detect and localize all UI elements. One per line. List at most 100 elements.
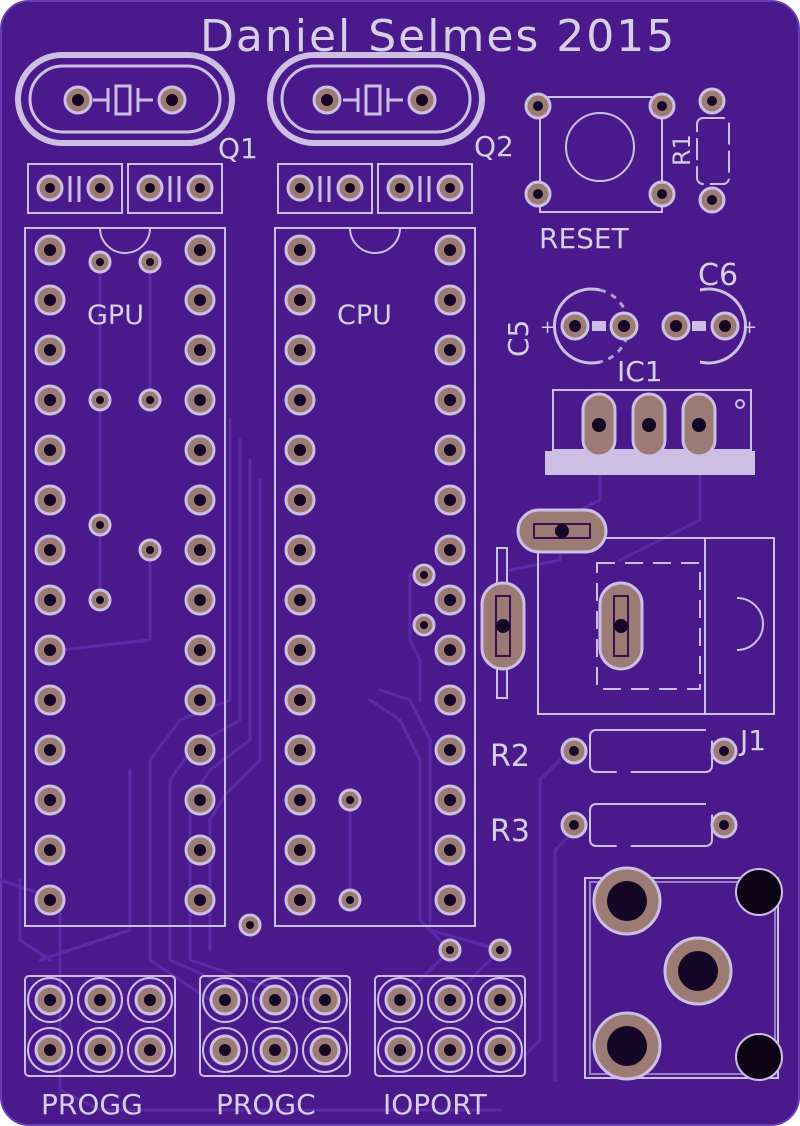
c5-polarity-mark: + bbox=[540, 317, 555, 338]
chip-pin bbox=[284, 334, 316, 366]
header-pin bbox=[309, 1034, 341, 1066]
chip-pin bbox=[284, 534, 316, 566]
capacitor-c5: + C5 bbox=[502, 287, 639, 365]
chip-pin bbox=[434, 834, 466, 866]
chip-pin bbox=[434, 684, 466, 716]
header-pin-outline bbox=[202, 977, 248, 1023]
gpu-pins bbox=[34, 234, 216, 916]
via bbox=[238, 913, 262, 937]
cpu-label: CPU bbox=[337, 300, 392, 331]
c6-label: C6 bbox=[698, 258, 738, 293]
resistor-r2: R2 bbox=[490, 729, 738, 774]
c6-polarity-mark: + bbox=[742, 317, 757, 338]
chip-pin bbox=[184, 734, 216, 766]
chip-pin bbox=[284, 734, 316, 766]
av-jack bbox=[584, 866, 783, 1081]
chip-pin bbox=[184, 584, 216, 616]
header-pin bbox=[259, 984, 291, 1016]
header-pin-outline bbox=[377, 1027, 423, 1073]
header-pin-outline bbox=[252, 977, 298, 1023]
header-pin bbox=[259, 1034, 291, 1066]
chip-pin bbox=[284, 634, 316, 666]
chip-pin bbox=[434, 534, 466, 566]
resistor-r3: R3 bbox=[490, 803, 738, 849]
header-pin bbox=[309, 984, 341, 1016]
via bbox=[88, 388, 112, 412]
chip-pin bbox=[34, 234, 66, 266]
q1-label: Q1 bbox=[218, 132, 258, 165]
vias bbox=[88, 250, 512, 962]
via bbox=[88, 250, 112, 274]
chip-pin bbox=[284, 784, 316, 816]
header-pin bbox=[209, 1034, 241, 1066]
chip-pin bbox=[284, 434, 316, 466]
chip-pin bbox=[184, 784, 216, 816]
chip-pin bbox=[34, 634, 66, 666]
progc-label: PROGC bbox=[216, 1088, 316, 1121]
chip-gpu: GPU bbox=[24, 227, 226, 927]
header-pin-outline bbox=[477, 977, 523, 1023]
chip-pin bbox=[34, 684, 66, 716]
chip-pin bbox=[184, 434, 216, 466]
header-pin-outline bbox=[477, 1027, 523, 1073]
via bbox=[138, 250, 162, 274]
chip-pin bbox=[34, 384, 66, 416]
r1-label: R1 bbox=[668, 134, 696, 166]
chip-pin bbox=[434, 634, 466, 666]
progg-label: PROGG bbox=[41, 1088, 143, 1121]
header-pin-outline bbox=[427, 977, 473, 1023]
crystal-q1: Q1 bbox=[15, 52, 258, 165]
chip-pin bbox=[184, 384, 216, 416]
header-progc: PROGC bbox=[199, 975, 351, 1121]
q2-label: Q2 bbox=[474, 130, 514, 163]
chip-cpu: CPU bbox=[274, 227, 476, 927]
power-jack-j1: J1 bbox=[480, 508, 775, 757]
chip-pin bbox=[434, 484, 466, 516]
header-pin-outline bbox=[302, 1027, 348, 1073]
chip-pin bbox=[34, 334, 66, 366]
chip-pin bbox=[284, 834, 316, 866]
via bbox=[488, 938, 512, 962]
header-pin-outline bbox=[202, 1027, 248, 1073]
c5-label: C5 bbox=[502, 320, 535, 357]
chip-pin bbox=[284, 284, 316, 316]
header-pin-outline bbox=[27, 1027, 73, 1073]
via bbox=[338, 788, 362, 812]
chip-pin bbox=[184, 834, 216, 866]
header-pin-outline bbox=[77, 1027, 123, 1073]
header-pin-outline bbox=[377, 977, 423, 1023]
ioport-label: IOPORT bbox=[383, 1088, 488, 1121]
chip-pin bbox=[434, 384, 466, 416]
via bbox=[138, 388, 162, 412]
header-pin bbox=[384, 1034, 416, 1066]
header-pin-outline bbox=[302, 977, 348, 1023]
chip-pin bbox=[434, 784, 466, 816]
header-pin bbox=[134, 1034, 166, 1066]
reset-label: RESET bbox=[539, 222, 630, 255]
header-pin bbox=[34, 1034, 66, 1066]
chip-pin bbox=[434, 584, 466, 616]
chip-pin bbox=[284, 684, 316, 716]
chip-pin bbox=[434, 284, 466, 316]
crystal-load-capacitors bbox=[27, 163, 473, 214]
resistor-r1: R1 bbox=[668, 87, 730, 214]
capacitor-c6: + C6 bbox=[661, 258, 757, 365]
chip-pin bbox=[34, 584, 66, 616]
via bbox=[412, 563, 436, 587]
cpu-pins bbox=[284, 234, 466, 916]
reset-switch: RESET bbox=[524, 92, 676, 255]
header-pin-outline bbox=[127, 977, 173, 1023]
header-pin-outline bbox=[427, 1027, 473, 1073]
header-progg: PROGG bbox=[24, 975, 176, 1121]
chip-pin bbox=[434, 884, 466, 916]
chip-pin bbox=[284, 884, 316, 916]
chip-pin bbox=[284, 584, 316, 616]
header-pin bbox=[484, 984, 516, 1016]
via bbox=[88, 588, 112, 612]
chip-pin bbox=[284, 384, 316, 416]
header-pin-outline bbox=[127, 1027, 173, 1073]
chip-pin bbox=[434, 234, 466, 266]
chip-pin bbox=[34, 434, 66, 466]
header-pin bbox=[34, 984, 66, 1016]
